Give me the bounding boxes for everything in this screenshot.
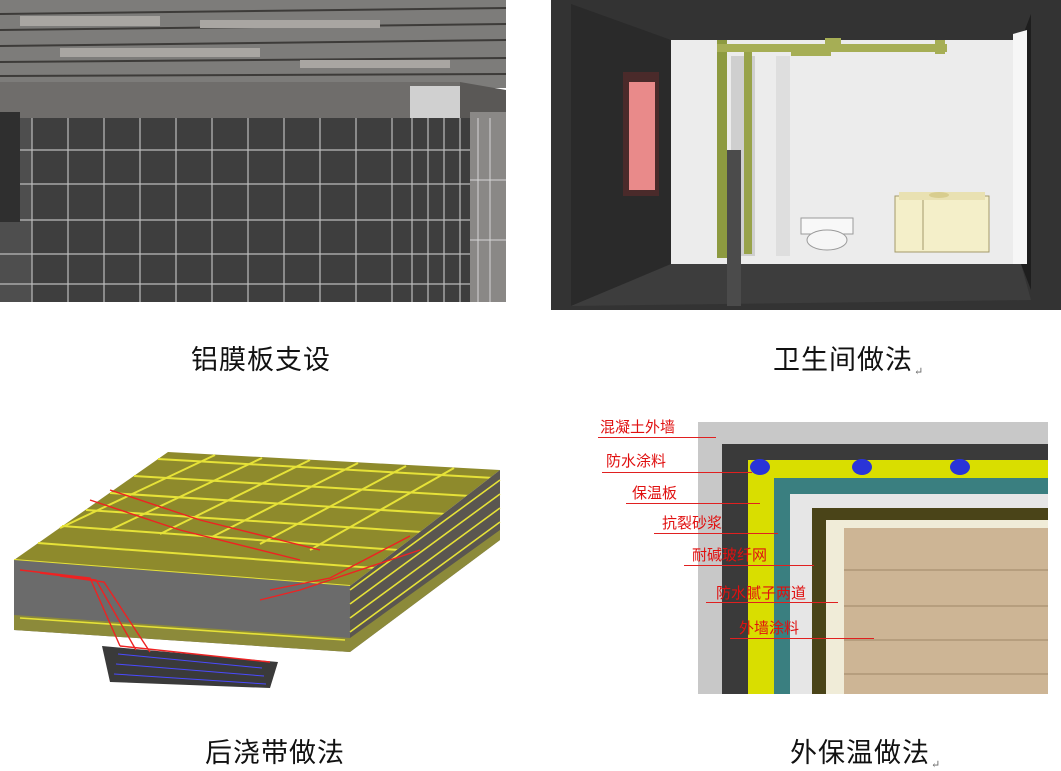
caption-external-insulation: 外保温做法↵ xyxy=(790,731,941,771)
label-waterproof-coating: 防水涂料 xyxy=(606,452,667,470)
paragraph-mark: ↵ xyxy=(914,365,925,378)
insulation-layers-diagram xyxy=(698,422,1048,694)
bathroom-render xyxy=(551,0,1061,310)
leader-line xyxy=(684,565,814,566)
label-waterproof-putty: 防水腻子两道 xyxy=(716,584,807,602)
caption-text: 卫生间做法 xyxy=(773,345,913,376)
paragraph-mark: ↵ xyxy=(931,758,942,771)
leader-line xyxy=(626,503,760,504)
caption-post-pour-strip: 后浇带做法 xyxy=(205,731,345,770)
leader-line xyxy=(730,638,874,639)
caption-text: 后浇带做法 xyxy=(205,738,345,769)
label-anti-crack-mortar: 抗裂砂浆 xyxy=(662,514,723,532)
leader-line xyxy=(602,472,752,473)
post-pour-strip-render xyxy=(13,452,501,688)
caption-text: 铝膜板支设 xyxy=(191,345,331,376)
caption-text: 外保温做法 xyxy=(790,738,930,769)
aluminum-formwork-render xyxy=(0,0,506,302)
leader-line xyxy=(706,602,838,603)
label-exterior-paint: 外墙涂料 xyxy=(739,619,800,637)
caption-bathroom: 卫生间做法↵ xyxy=(773,338,924,378)
label-concrete-wall: 混凝土外墙 xyxy=(600,418,676,436)
label-fiberglass-mesh: 耐碱玻纤网 xyxy=(692,546,768,564)
leader-line xyxy=(598,437,716,438)
caption-aluminum-formwork: 铝膜板支设 xyxy=(191,338,331,377)
leader-line xyxy=(654,533,778,534)
label-insulation-board: 保温板 xyxy=(632,484,678,502)
